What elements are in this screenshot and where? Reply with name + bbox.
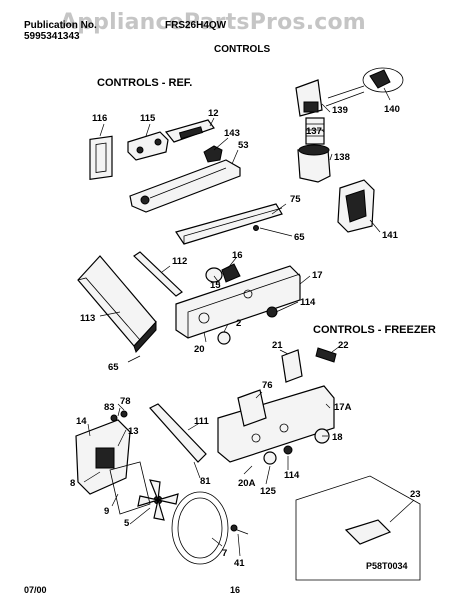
- controls-freezer-heading: CONTROLS - FREEZER: [313, 324, 436, 336]
- part-141-switch[interactable]: [337, 179, 375, 233]
- part-113-shield[interactable]: [77, 255, 157, 353]
- part-5-fan-blade[interactable]: [137, 479, 179, 521]
- part-139-137-138-control[interactable]: [295, 79, 331, 183]
- part-111-harness[interactable]: [149, 403, 207, 463]
- part-label: 114: [300, 297, 316, 308]
- part-label: 5: [124, 518, 130, 529]
- part-label: 115: [140, 113, 156, 124]
- part-label: 143: [224, 128, 240, 139]
- part-140-connector[interactable]: [325, 67, 404, 107]
- part-label: 116: [92, 113, 107, 124]
- part-143-clip[interactable]: [203, 145, 223, 163]
- part-21-22-freezer-lamp[interactable]: [281, 347, 337, 383]
- part-label: 20A: [238, 478, 256, 489]
- publication-label: Publication No.: [24, 20, 97, 31]
- part-41-screw[interactable]: [230, 524, 249, 535]
- controls-ref-heading: CONTROLS - REF.: [97, 77, 193, 89]
- footer-date: 07/00: [24, 585, 47, 595]
- part-label: 41: [234, 558, 245, 569]
- part-label: 17: [312, 270, 323, 281]
- publication-number: 5995341343: [24, 31, 80, 42]
- part-label: 125: [260, 486, 277, 497]
- part-label: 76: [262, 380, 273, 391]
- part-label: 138: [334, 152, 350, 163]
- section-title: CONTROLS: [214, 44, 271, 55]
- part-23-cabinet[interactable]: [295, 475, 421, 581]
- part-label: 137: [306, 126, 322, 137]
- part-13-14-motor-bracket[interactable]: [75, 419, 131, 495]
- part-17A-freezer-housing[interactable]: [217, 385, 335, 463]
- part-label: 112: [172, 256, 187, 267]
- part-label: 113: [80, 313, 95, 324]
- part-116-gasket[interactable]: [89, 135, 113, 181]
- part-label: 23: [410, 489, 421, 500]
- part-label: 2: [236, 318, 241, 329]
- part-114-2-knobs[interactable]: [217, 306, 278, 345]
- part-label: 111: [194, 416, 210, 427]
- part-label: 20: [194, 344, 205, 355]
- drawing-number: P58T0034: [366, 561, 408, 571]
- part-label: 17A: [334, 402, 352, 413]
- part-label: 141: [382, 230, 399, 241]
- footer-page: 16: [230, 585, 241, 595]
- part-label: 9: [104, 506, 109, 517]
- part-labels: 116 115 12 143 53 139 137 138 140 141 75…: [70, 104, 421, 569]
- part-label: 15: [210, 280, 221, 291]
- part-label: 13: [128, 426, 139, 437]
- model-number: FRS26H4QW: [165, 20, 227, 31]
- watermark: AppliancePartsPros.com: [60, 10, 366, 35]
- part-label: 65: [108, 362, 119, 373]
- part-label: 75: [290, 194, 301, 205]
- part-label: 83: [104, 402, 115, 413]
- part-12-housing[interactable]: [164, 119, 215, 143]
- part-label: 81: [200, 476, 211, 487]
- part-label: 16: [232, 250, 243, 261]
- part-label: 21: [272, 340, 283, 351]
- part-label: 139: [332, 105, 348, 116]
- part-label: 114: [284, 470, 300, 481]
- part-53-cover[interactable]: [129, 159, 241, 213]
- part-label: 53: [238, 140, 249, 151]
- part-label: 7: [222, 548, 227, 559]
- part-17-ref-housing[interactable]: [175, 265, 301, 339]
- part-label: 14: [76, 416, 87, 427]
- part-label: 78: [120, 396, 131, 407]
- part-7-fan-ring[interactable]: [171, 491, 229, 565]
- part-75-channel[interactable]: [175, 203, 283, 245]
- part-115-bracket[interactable]: [127, 131, 169, 161]
- part-label: 8: [70, 478, 75, 489]
- part-83-78-screws[interactable]: [110, 410, 128, 422]
- part-label: 12: [208, 108, 219, 119]
- part-9-shroud[interactable]: [109, 461, 151, 515]
- part-112-tube[interactable]: [133, 251, 183, 297]
- part-label: 65: [294, 232, 305, 243]
- part-label: 140: [384, 104, 400, 115]
- part-label: 18: [332, 432, 343, 443]
- part-label: 22: [338, 340, 349, 351]
